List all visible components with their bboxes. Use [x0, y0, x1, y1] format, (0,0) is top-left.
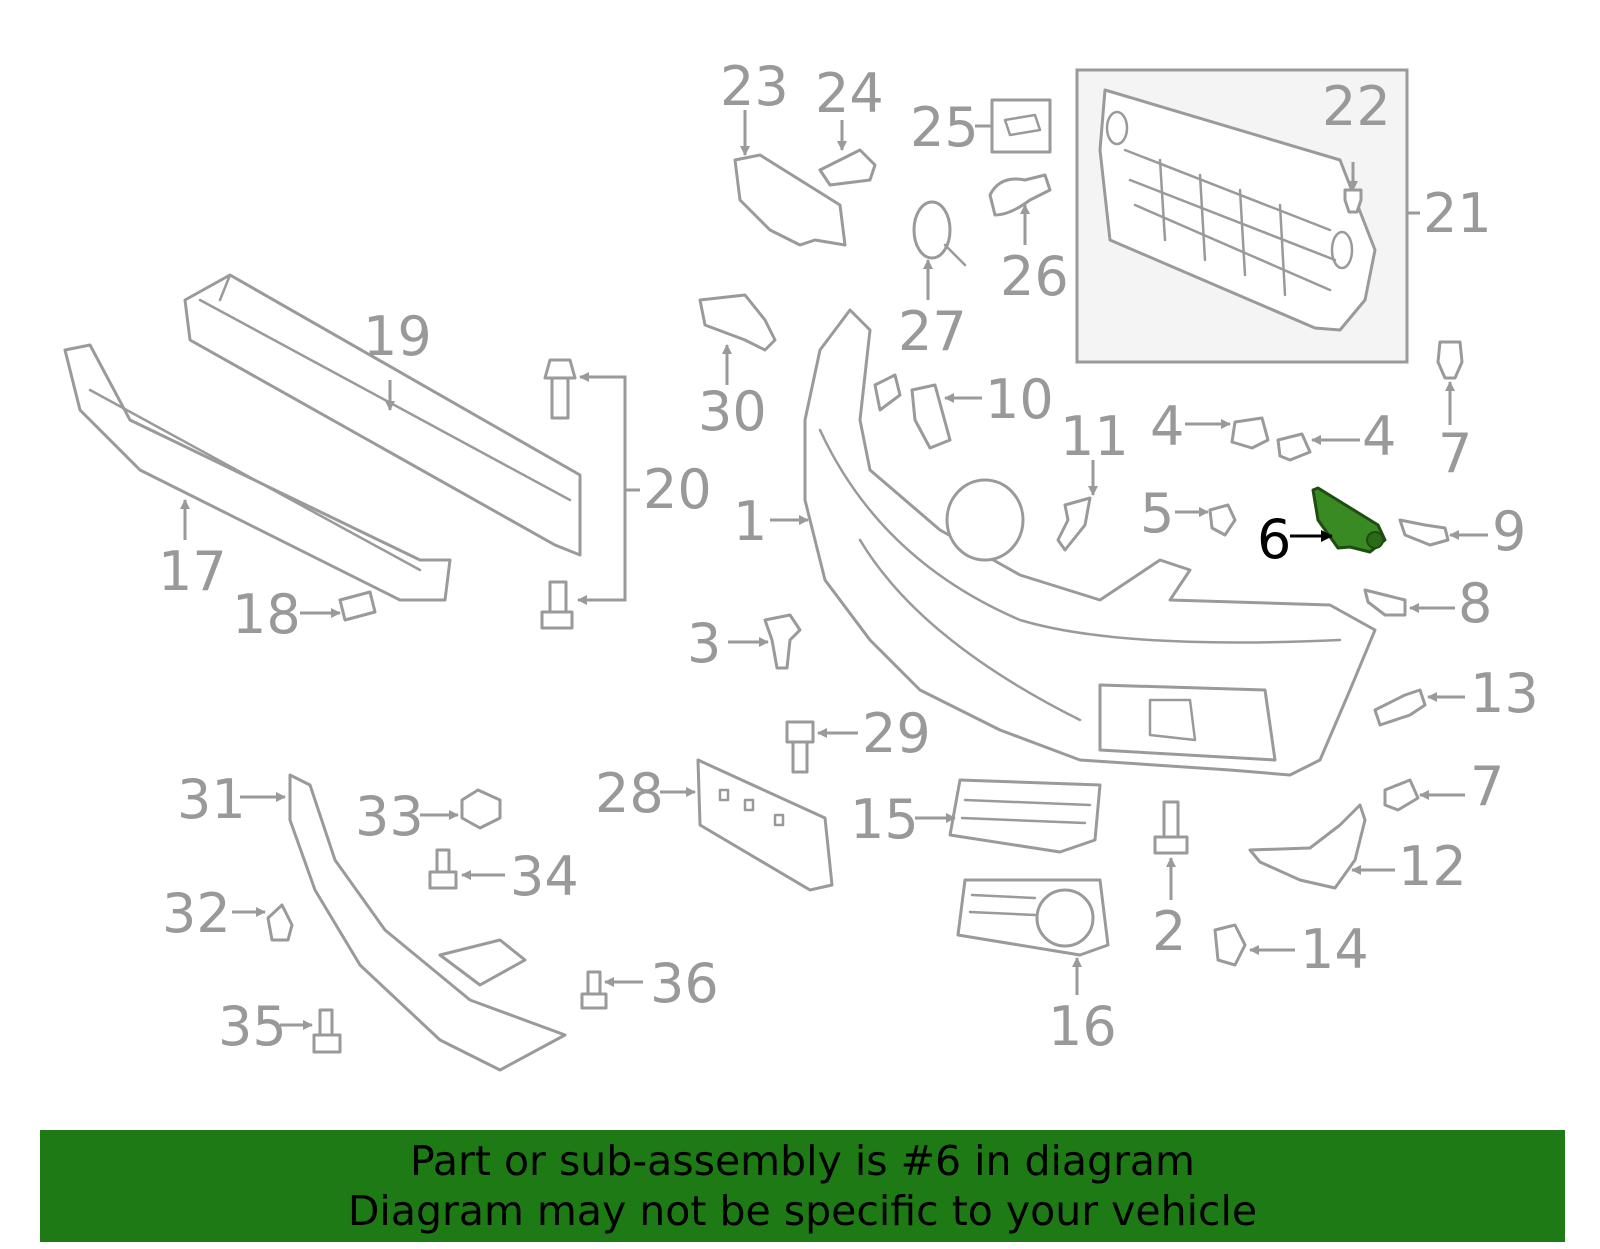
bolt-29 [785, 720, 858, 774]
callout-27: 27 [898, 300, 967, 363]
callout-35: 35 [218, 995, 287, 1058]
nut-14 [1213, 923, 1295, 967]
bracket-11 [1056, 460, 1098, 552]
bolt-24 [818, 120, 877, 187]
callout-21: 21 [1423, 182, 1492, 245]
callout-25: 25 [910, 96, 979, 159]
clips-7 [1383, 340, 1465, 812]
bracket-10 [910, 383, 982, 450]
callout-7b: 7 [1470, 755, 1504, 818]
callout-30: 30 [698, 380, 767, 443]
nut-33 [420, 788, 502, 830]
callout-14: 14 [1300, 918, 1369, 981]
bolt-35 [280, 1008, 342, 1054]
callout-32: 32 [162, 882, 231, 945]
bolt-13 [1373, 688, 1465, 727]
label-25 [975, 98, 1052, 154]
cap-27 [912, 200, 967, 300]
callout-4a: 4 [1150, 395, 1184, 458]
callout-36: 36 [650, 952, 719, 1015]
clip-3 [728, 613, 802, 670]
callout-1: 1 [733, 490, 767, 553]
callout-33: 33 [355, 785, 424, 848]
absorber-17 [63, 343, 452, 602]
grille-inset [1075, 68, 1420, 364]
bracket-6[interactable] [1290, 486, 1387, 554]
bolt-2 [1153, 800, 1189, 900]
banner-line-1: Part or sub-assembly is #6 in diagram [410, 1137, 1195, 1185]
callout-7a: 7 [1438, 422, 1472, 485]
clips-4 [1185, 416, 1360, 462]
callout-34: 34 [510, 845, 579, 908]
callout-19: 19 [363, 305, 432, 368]
callout-15: 15 [850, 788, 919, 851]
callout-17: 17 [158, 540, 227, 603]
bolts-20 [540, 358, 640, 630]
molding-15 [915, 778, 1102, 854]
hook-26 [988, 173, 1052, 245]
screw-36 [580, 970, 643, 1010]
callout-20: 20 [643, 458, 712, 521]
fog-cover-16 [956, 878, 1110, 995]
callout-24: 24 [815, 62, 884, 125]
clip-18 [300, 590, 377, 622]
plate-bracket-28 [660, 758, 834, 892]
bolt-9 [1398, 518, 1488, 547]
callout-5: 5 [1140, 482, 1174, 545]
callout-12: 12 [1398, 835, 1467, 898]
callout-2: 2 [1152, 900, 1186, 963]
sensor-30 [698, 293, 777, 385]
info-banner: Part or sub-assembly is #6 in diagram Di… [40, 1130, 1565, 1242]
callout-4b: 4 [1362, 405, 1396, 468]
callout-18: 18 [232, 583, 301, 646]
bracket-12 [1248, 803, 1395, 890]
callout-8: 8 [1458, 572, 1492, 635]
bracket-23 [733, 110, 847, 247]
bolt-34 [428, 848, 505, 890]
callout-31: 31 [177, 768, 246, 831]
bumper-cover-1 [770, 308, 1377, 777]
reinforcement-19 [183, 273, 582, 557]
callout-22: 22 [1322, 75, 1391, 138]
callout-26: 26 [1000, 245, 1069, 308]
callout-13: 13 [1470, 662, 1539, 725]
callout-29: 29 [862, 702, 931, 765]
callout-28: 28 [595, 762, 664, 825]
callout-6[interactable]: 6 [1257, 508, 1291, 571]
callout-labels: 1 2 3 4 4 5 6 7 7 8 9 10 11 12 13 14 15 … [158, 55, 1539, 1058]
bolt-8 [1363, 588, 1455, 617]
callout-9: 9 [1492, 500, 1526, 563]
callout-16: 16 [1048, 995, 1117, 1058]
callout-23: 23 [720, 55, 789, 118]
splash-shield-31 [240, 773, 567, 1072]
callout-11: 11 [1060, 405, 1129, 468]
callout-3: 3 [687, 612, 721, 675]
clip-32 [232, 903, 294, 942]
banner-line-2: Diagram may not be specific to your vehi… [347, 1187, 1258, 1235]
bolt-5 [1175, 503, 1237, 537]
callout-10: 10 [985, 368, 1054, 431]
